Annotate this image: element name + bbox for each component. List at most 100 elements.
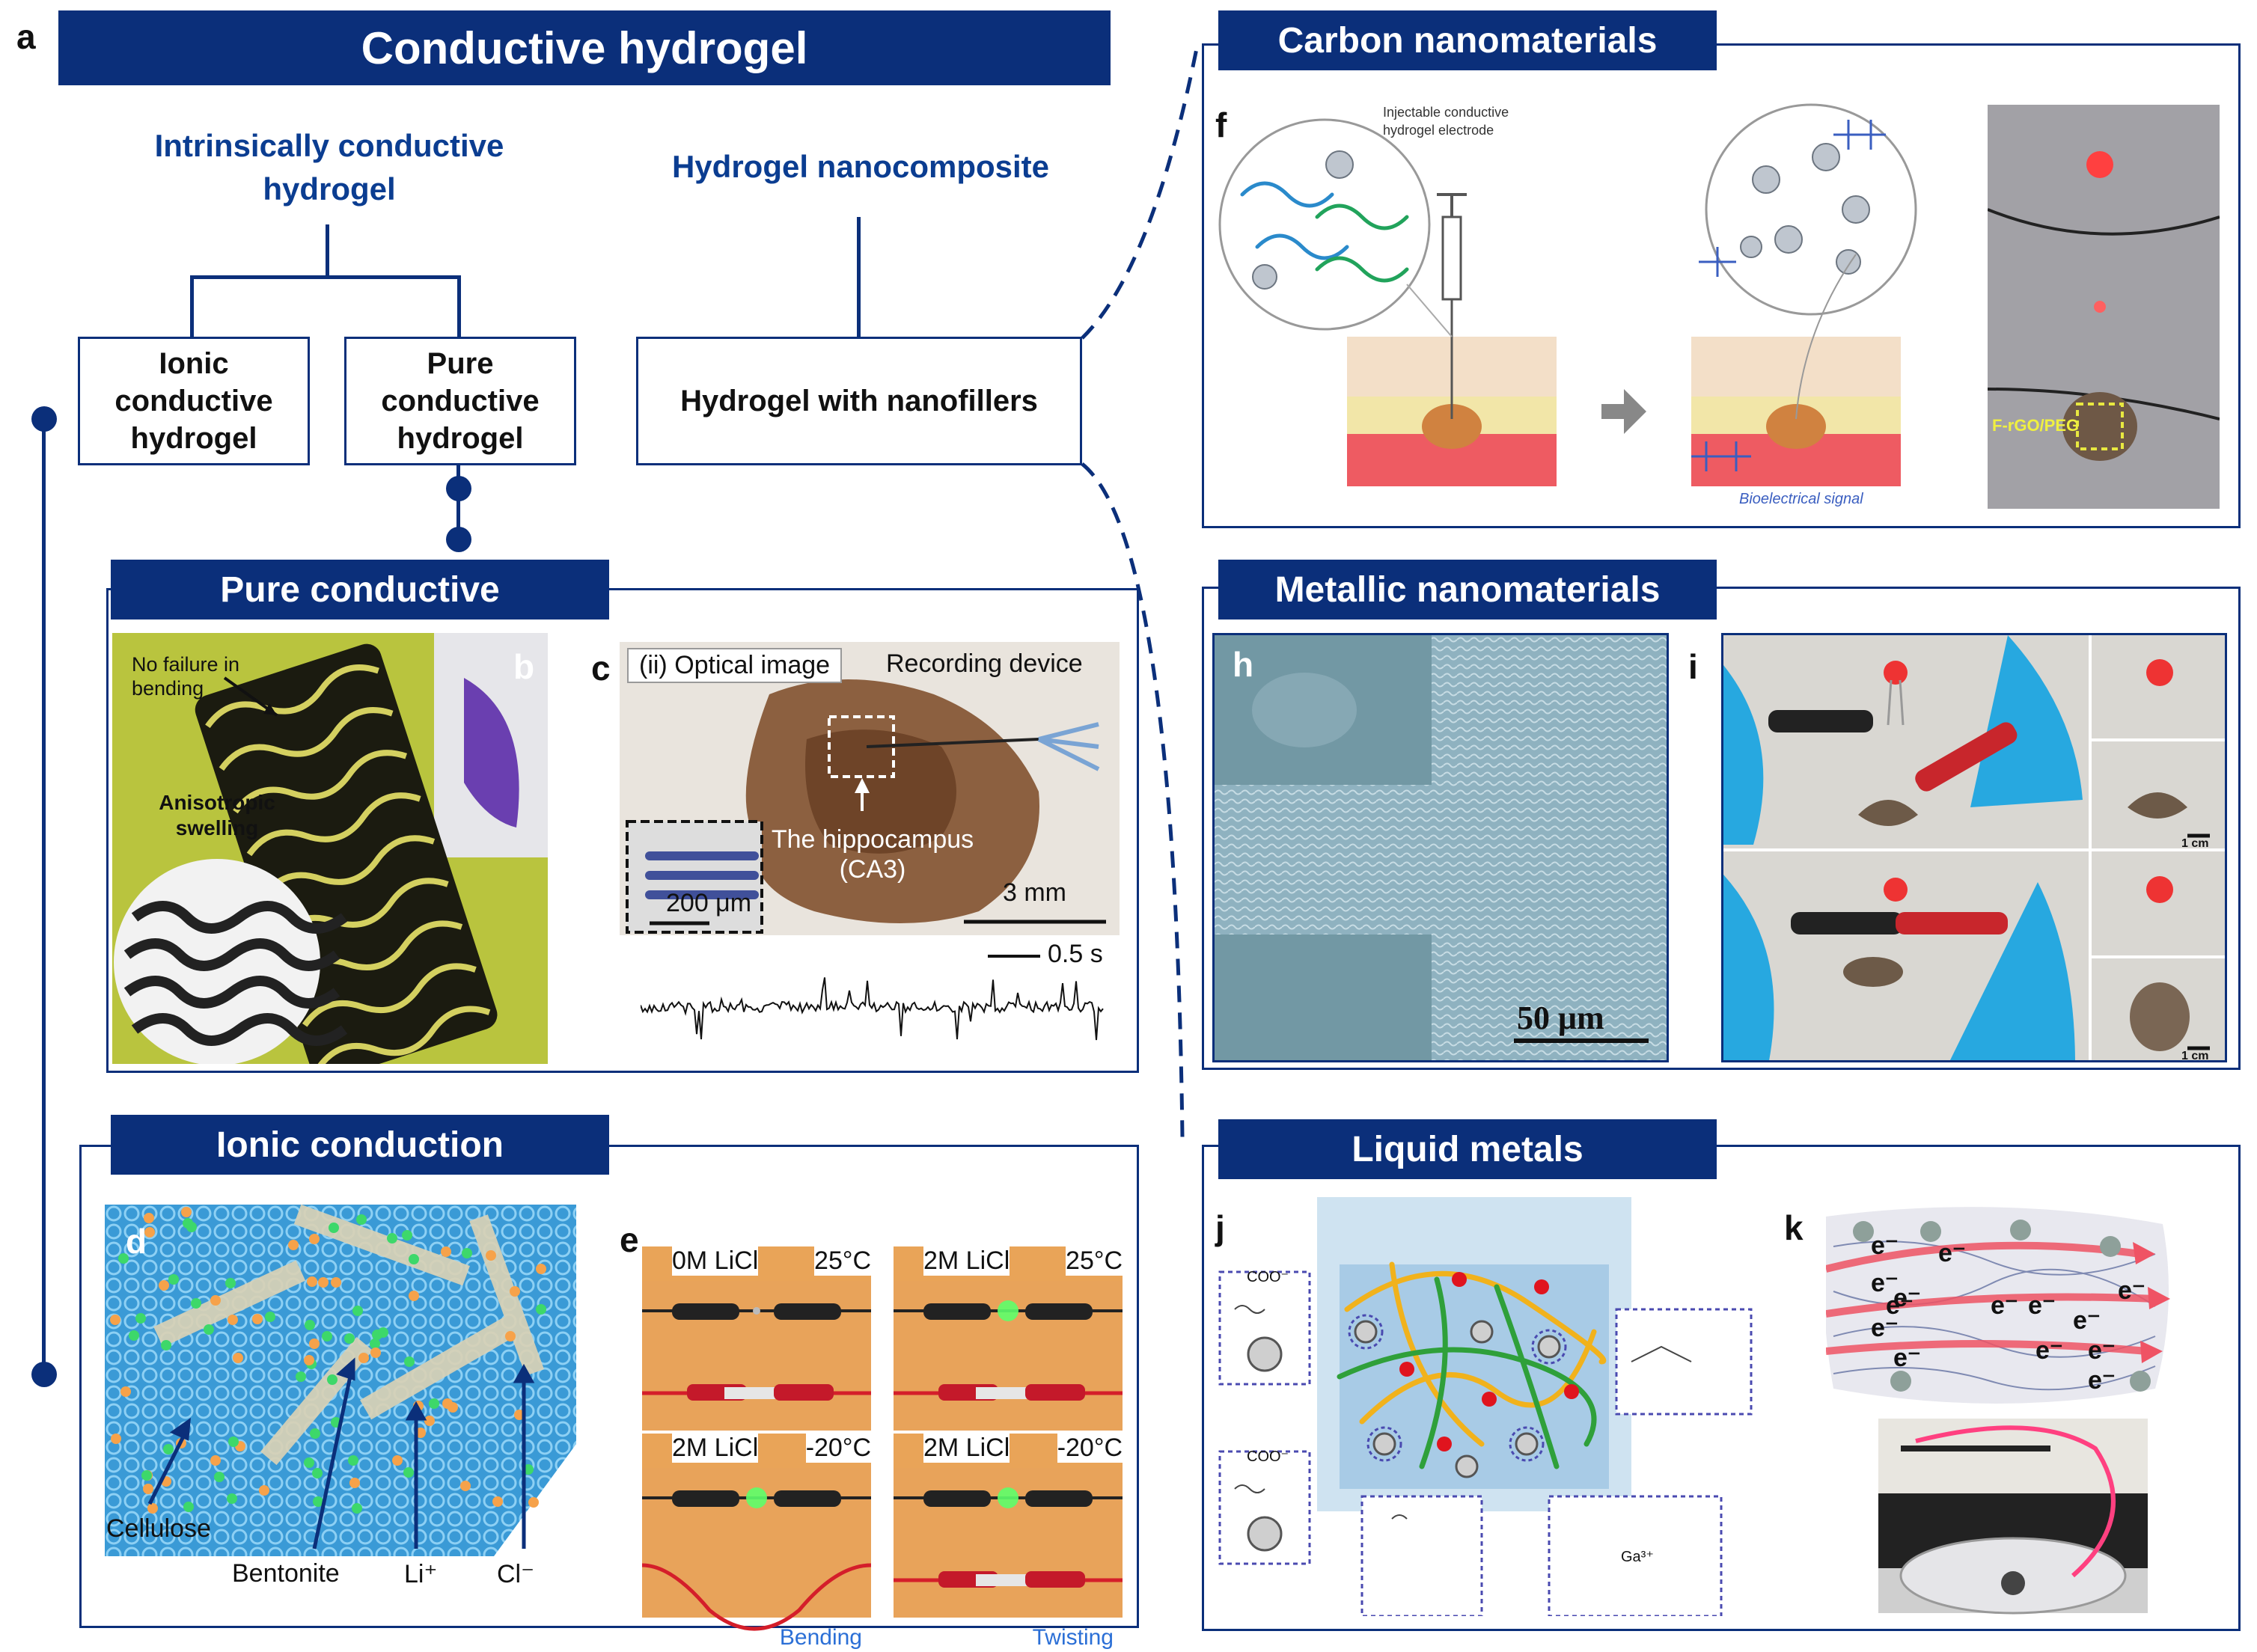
chloride-ion-dot — [409, 1291, 419, 1301]
tree-connector — [857, 217, 861, 337]
panel-j-ga-label: Ga³⁺ — [1621, 1549, 1654, 1565]
lithium-ion-dot — [225, 1278, 236, 1288]
lithium-ion-dot — [327, 1374, 338, 1385]
lithium-ion-dot — [462, 1248, 472, 1258]
lithium-ion-dot — [387, 1233, 397, 1243]
lithium-ion-dot — [305, 1320, 315, 1330]
panel-i-fish-circuit — [1723, 635, 2225, 1060]
chloride-ion-dot — [331, 1277, 341, 1288]
panel-i-scale-1: 1 cm — [2181, 837, 2209, 850]
lithium-ion-dot — [352, 1503, 362, 1514]
carbon-banner: Carbon nanomaterials — [1218, 10, 1717, 70]
panel-c-recording-label: Recording device — [886, 649, 1083, 678]
panel-c-signal-trace — [641, 977, 1104, 1041]
panel-e-circuit — [642, 1281, 871, 1431]
pure-conductive-frame — [106, 588, 1139, 1073]
chloride-ion-dot — [492, 1496, 503, 1507]
panel-e-concentration: 2M LiCl — [923, 1246, 1010, 1276]
connector-dot — [446, 476, 471, 501]
chloride-ion-dot — [349, 1478, 360, 1488]
panel-e-concentration: 2M LiCl — [672, 1434, 759, 1463]
panel-e-circuit — [894, 1468, 1123, 1618]
lithium-ion-dot — [129, 1330, 139, 1341]
chloride-ion-dot — [510, 1286, 520, 1297]
chloride-ion-dot — [442, 1398, 453, 1409]
lithium-ion-dot — [536, 1304, 546, 1315]
panel-c-optical-label: (ii) Optical image — [627, 648, 843, 683]
connector-dot — [446, 527, 471, 552]
panel-f-illustration — [1218, 103, 1917, 486]
panel-i-photo: 1 cm 1 cm — [1721, 633, 2227, 1062]
chloride-ion-dot — [143, 1484, 153, 1494]
panel-e-mode: Bending — [779, 1625, 862, 1650]
lithium-ion-dot — [352, 1306, 363, 1316]
lithium-ion-dot — [402, 1230, 412, 1240]
tree-connector — [456, 465, 460, 540]
lithium-ion-dot — [404, 1356, 415, 1367]
lithium-ion-dot — [356, 1214, 367, 1225]
electron-label: e⁻ — [2118, 1276, 2145, 1305]
chloride-ion-dot — [144, 1227, 155, 1238]
tree-connector — [190, 275, 461, 279]
lithium-ion-dot — [183, 1502, 194, 1512]
metallic-frame — [1202, 587, 2241, 1070]
lithium-ion-dot — [265, 1312, 275, 1322]
electron-label: e⁻ — [1886, 1291, 1914, 1320]
lithium-ion-dot — [409, 1254, 419, 1264]
chloride-ion-dot — [309, 1234, 320, 1244]
panel-c-tissue — [620, 642, 1120, 935]
panel-e-concentration: 0M LiCl — [672, 1246, 759, 1276]
panel-d-bentonite-label: Bentonite — [232, 1559, 340, 1588]
lithium-ion-dot — [344, 1333, 355, 1344]
chloride-ion-dot — [120, 1386, 131, 1397]
chloride-ion-dot — [144, 1213, 154, 1223]
chloride-ion-dot — [318, 1277, 329, 1288]
lithium-ion-dot — [329, 1223, 339, 1233]
chloride-ion-dot — [181, 1207, 192, 1217]
panel-b-illustration — [112, 633, 548, 1064]
chloride-ion-dot — [210, 1295, 221, 1306]
panel-letter-j: j — [1215, 1208, 1225, 1247]
lithium-ion-dot — [313, 1496, 323, 1507]
panel-letter-i: i — [1688, 647, 1698, 686]
ionic-conduction-banner: Ionic conduction — [111, 1115, 609, 1175]
panel-c-inset-scale: 200 μm — [666, 889, 752, 917]
electron-label: e⁻ — [2035, 1336, 2063, 1365]
electron-label: e⁻ — [2028, 1291, 2056, 1320]
lithium-ion-dot — [141, 1470, 152, 1481]
chloride-ion-dot — [304, 1355, 314, 1365]
panel-k-illustration: e⁻e⁻e⁻e⁻e⁻e⁻e⁻e⁻e⁻e⁻e⁻e⁻e⁻e⁻ — [1826, 1207, 2170, 1615]
electron-label: e⁻ — [1871, 1269, 1899, 1297]
panel-f-injectable-label: Injectable conductive hydrogel electrode — [1383, 105, 1509, 138]
panel-e-cell: 2M LiCl 25°C — [894, 1246, 1123, 1431]
electron-label: e⁻ — [2073, 1306, 2101, 1335]
panel-j-coo-label-2: COO⁻ — [1247, 1448, 1289, 1465]
tree-connector — [457, 275, 461, 337]
electron-label: e⁻ — [1871, 1314, 1899, 1342]
left-connector-line — [42, 419, 46, 1377]
connector-dot — [31, 1362, 57, 1387]
lithium-ion-dot — [204, 1324, 214, 1335]
panel-h-scale: 50 μm — [1517, 1000, 1604, 1036]
chloride-ion-dot — [159, 1280, 169, 1291]
lithium-ion-dot — [161, 1340, 171, 1350]
electron-label: e⁻ — [1991, 1291, 2018, 1320]
lithium-ion-dot — [135, 1313, 146, 1324]
panel-c-time-scale: 0.5 s — [1048, 940, 1103, 968]
panel-j-coo-label-1: COO⁻ — [1247, 1269, 1289, 1285]
metallic-banner: Metallic nanomaterials — [1218, 560, 1717, 620]
panel-d-cl-label: Cl⁻ — [497, 1560, 535, 1588]
panel-letter-c: c — [591, 649, 611, 688]
ionic-hydrogel-box: Ionic conductive hydrogel — [78, 337, 310, 465]
nanocomposite-title: Hydrogel nanocomposite — [671, 149, 1050, 184]
lithium-ion-dot — [214, 1472, 225, 1482]
panel-g-label: F-rGO/PEG — [1992, 416, 2080, 435]
chloride-ion-dot — [358, 1353, 369, 1363]
lithium-ion-dot — [227, 1493, 237, 1504]
panel-c-time-bar — [988, 955, 1040, 958]
lithium-ion-dot — [304, 1457, 314, 1468]
tree-connector — [326, 224, 329, 277]
chloride-ion-dot — [259, 1485, 269, 1496]
lithium-ion-dot — [183, 1218, 193, 1229]
